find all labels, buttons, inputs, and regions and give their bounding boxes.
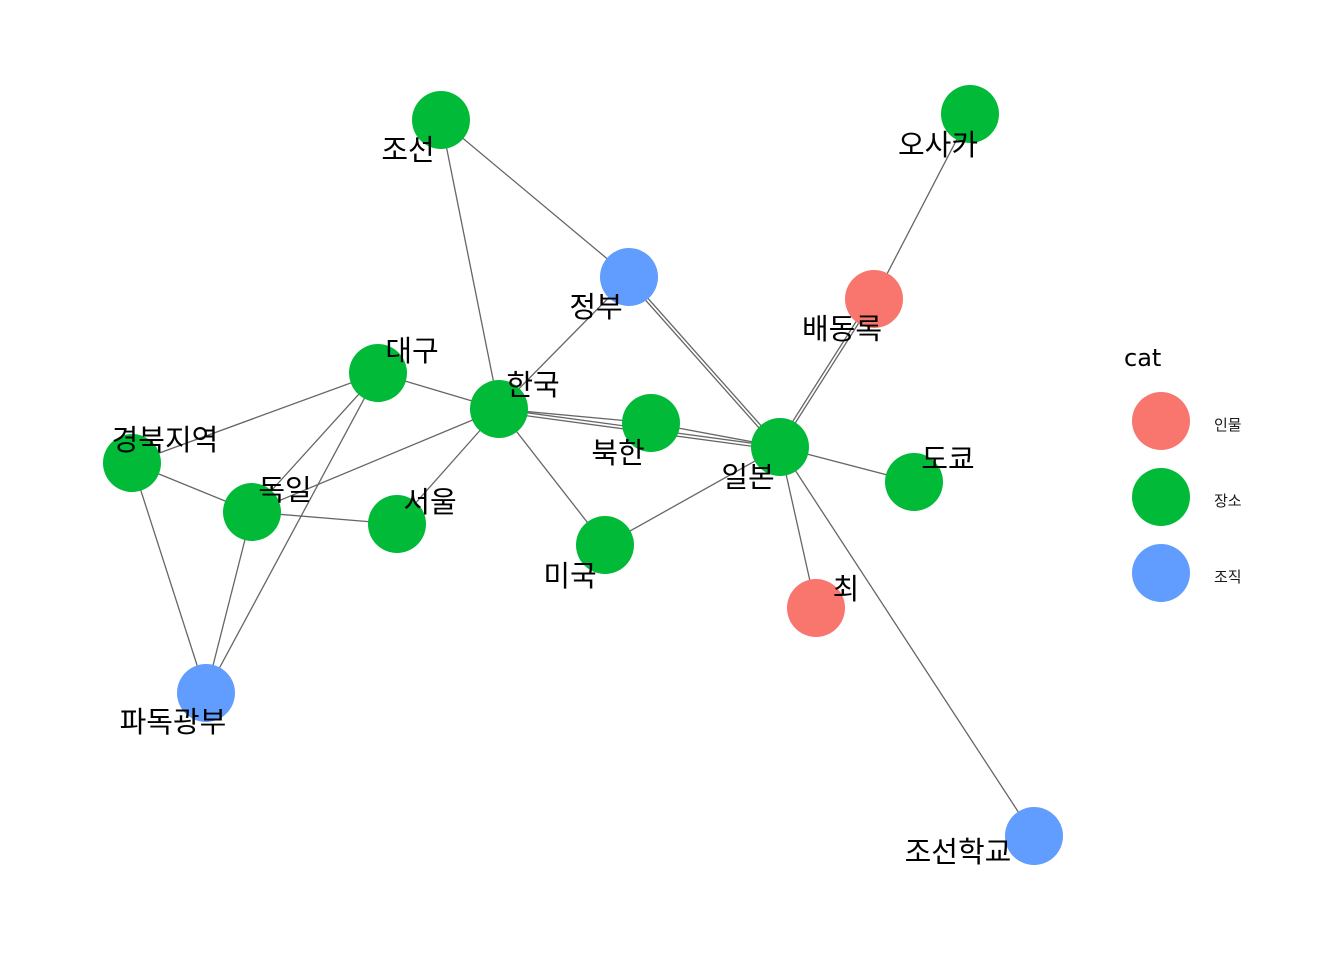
node-label-osaka: 오사카 (898, 128, 978, 162)
edge-gov-korea (498, 276, 630, 410)
node-baedongrok (845, 270, 903, 328)
edge-gov-japan (626, 278, 779, 450)
edge-daegu-germany (251, 372, 379, 513)
node-label-school: 조선학교 (905, 835, 1012, 869)
node-osaka (941, 85, 999, 143)
legend: cat 인물 장소 조직 (1124, 344, 1242, 602)
node-gov (600, 248, 658, 306)
node-label-gyeongbuk: 경북지역 (112, 423, 219, 457)
node-label-korea: 한국 (506, 368, 559, 402)
edge-daegu-gyeongbuk (131, 372, 379, 464)
node-label-nk: 북한 (591, 436, 644, 470)
edge-japan-usa (604, 446, 781, 546)
legend-label-2: 조직 (1214, 568, 1242, 586)
node-choi (787, 579, 845, 637)
node-label-tokyo: 도쿄 (921, 442, 974, 476)
node-gyeongbuk (103, 434, 161, 492)
legend-label-0: 인물 (1214, 416, 1242, 434)
node-padok (177, 664, 235, 722)
node-label-gov: 정부 (569, 290, 622, 324)
node-korea (470, 380, 528, 438)
node-label-japan: 일본 (721, 460, 774, 494)
legend-title: cat (1124, 344, 1161, 372)
edge-gyeongbuk-padok (131, 462, 207, 694)
legend-key-2 (1132, 544, 1190, 602)
node-label-germany: 독일 (258, 473, 311, 507)
edge-korea-germany (251, 408, 500, 513)
edge-baedongrok-japan (779, 298, 875, 448)
node-tokyo (885, 453, 943, 511)
edge-japan-school (779, 446, 1035, 837)
node-label-choi: 최 (833, 572, 860, 606)
edge-baedongrok-japan (776, 297, 873, 446)
nodes-layer (103, 85, 1063, 865)
edge-joseon-gov (440, 119, 630, 278)
node-label-joseon: 조선 (381, 133, 434, 167)
edge-daegu-padok (205, 372, 379, 694)
node-daegu (349, 344, 407, 402)
node-label-baedongrok: 배동록 (802, 312, 882, 346)
edge-osaka-baedongrok (873, 113, 971, 300)
node-germany (223, 483, 281, 541)
edge-gov-japan (628, 276, 781, 448)
node-nk (622, 394, 680, 452)
node-label-seoul: 서울 (403, 485, 456, 519)
node-seoul (368, 495, 426, 553)
node-joseon (412, 91, 470, 149)
node-label-daegu: 대구 (385, 334, 438, 368)
legend-key-0 (1132, 392, 1190, 450)
edge-joseon-korea (440, 119, 500, 410)
legend-key-1 (1132, 468, 1190, 526)
legend-label-1: 장소 (1214, 492, 1242, 510)
node-label-padok: 파독광부 (120, 705, 227, 739)
node-school (1005, 807, 1063, 865)
edge-germany-padok (205, 511, 253, 694)
node-usa (576, 516, 634, 574)
node-japan (751, 418, 809, 476)
node-label-usa: 미국 (543, 559, 596, 593)
